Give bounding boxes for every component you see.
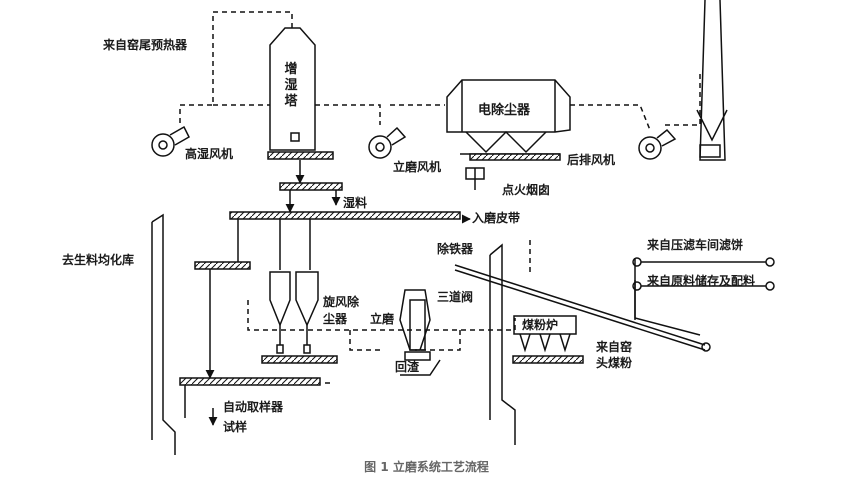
conveyor-1 xyxy=(267,151,334,160)
label-kiln-preheater: 来自窑尾预热器 xyxy=(103,38,188,52)
label-vertical-mill: 立磨 xyxy=(370,312,395,326)
label-cyclone: 旋风除 xyxy=(323,295,360,309)
label-esp: 电除尘器 xyxy=(478,103,531,118)
conveyor-top-right xyxy=(469,153,561,161)
label-raw-homo: 去生料均化库 xyxy=(62,253,135,267)
label-wet-material: 湿料 xyxy=(343,196,368,210)
coal-furnace xyxy=(513,315,577,353)
vertical-mill xyxy=(399,289,431,361)
label-coal-furnace: 煤粉炉 xyxy=(522,318,559,332)
label-head-coal: 头煤粉 xyxy=(596,356,633,370)
mill-feed-belt xyxy=(229,211,461,220)
label-test-sample: 试样 xyxy=(223,420,248,434)
conveyor-bottom-left xyxy=(179,377,321,386)
conveyor-mid xyxy=(261,355,338,364)
humid-fan-icon xyxy=(151,125,190,157)
label-humid-fan: 高湿风机 xyxy=(185,147,234,161)
inclined-belt xyxy=(454,257,775,352)
right-silo xyxy=(489,243,516,445)
label-from-kiln: 来自窑 xyxy=(596,340,633,354)
mill-fan-icon xyxy=(368,126,407,159)
figure-caption: 图 1 立磨系统工艺流程 xyxy=(364,460,489,474)
cyclone-dust-collector xyxy=(269,271,319,354)
label-filter-cake: 来自压滤车间滤饼 xyxy=(647,238,744,252)
humidification-tower xyxy=(269,27,316,151)
label-auto-sampler: 自动取样器 xyxy=(223,400,284,414)
label-raw-storage: 来自原料储存及配料 xyxy=(647,274,756,288)
gas-flow-lines xyxy=(179,11,701,351)
conveyor-right-bottom xyxy=(512,355,584,364)
label-ignition-stack: 点火烟囱 xyxy=(502,183,551,197)
label-return-slag: 回渣 xyxy=(395,360,420,374)
label-humid-tower: 增湿塔 xyxy=(284,62,298,109)
conveyor-left xyxy=(194,261,251,270)
label-mill-belt: 入磨皮带 xyxy=(472,211,521,225)
rear-fan-icon xyxy=(638,128,677,160)
label-cyclone-2: 尘器 xyxy=(323,312,348,326)
label-rear-fan: 后排风机 xyxy=(567,153,616,167)
label-mill-fan: 立磨风机 xyxy=(393,160,442,174)
label-iron-remover: 除铁器 xyxy=(437,242,474,256)
raw-meal-silo xyxy=(151,213,176,455)
chimney-stack xyxy=(696,0,728,161)
conveyor-2 xyxy=(279,182,343,191)
label-three-way-valve: 三道阀 xyxy=(437,290,474,304)
